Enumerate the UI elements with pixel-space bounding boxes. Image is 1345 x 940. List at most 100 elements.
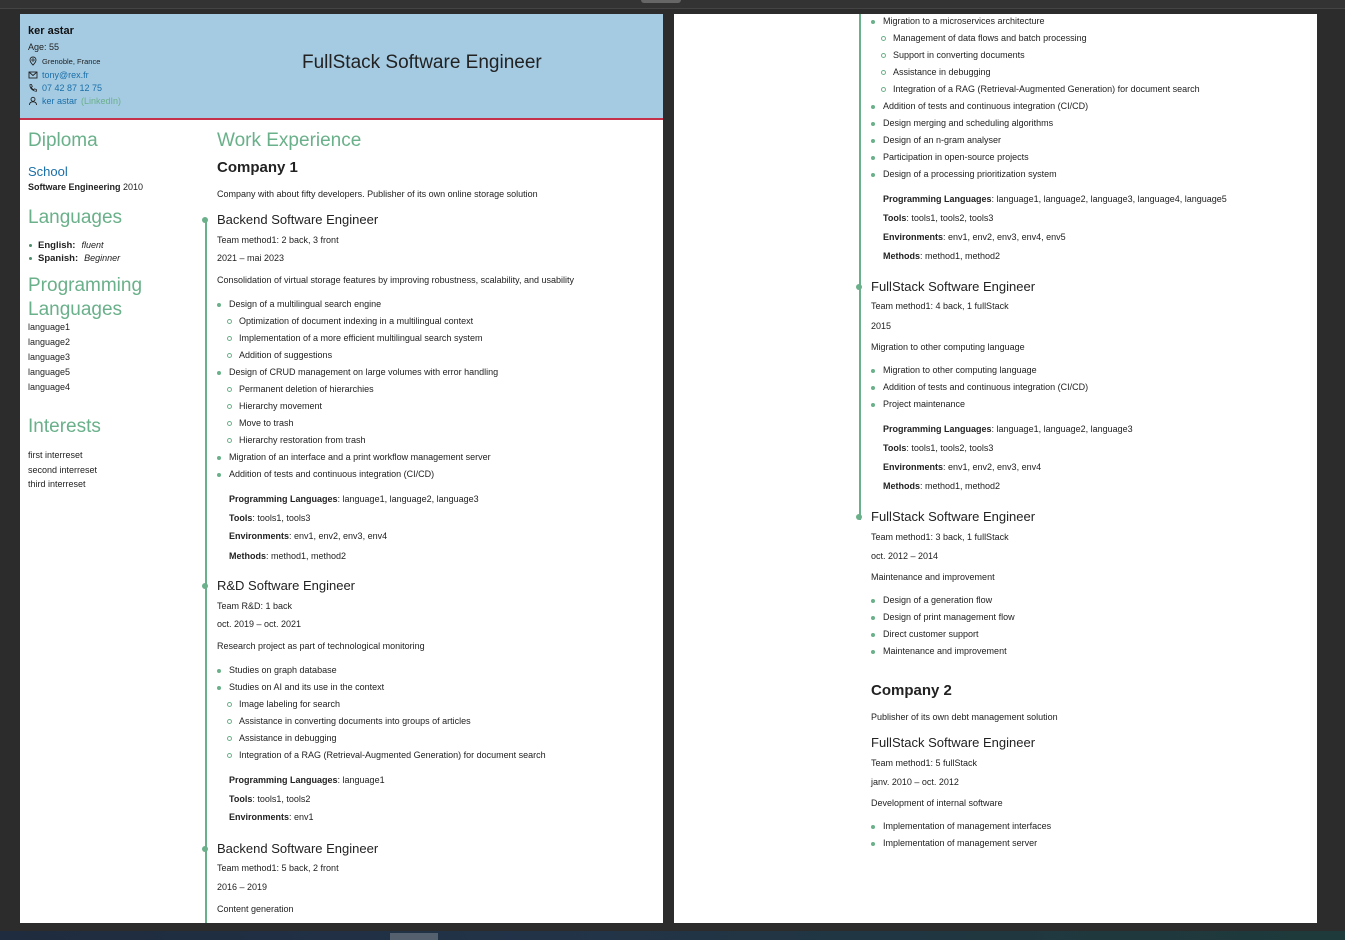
job-bullet-list: Studies on graph database Studies on AI … <box>217 662 546 764</box>
person-age: Age: 55 <box>28 42 60 52</box>
timeline-dot <box>856 284 862 290</box>
methods-line: Methods: method1, method2 <box>229 551 346 561</box>
meta-value: : env1, env2, env3, env4, env5 <box>943 232 1066 242</box>
programming-languages-line: Programming Languages: language1, langua… <box>229 494 479 504</box>
job-summary: Consolidation of virtual storage feature… <box>217 275 575 285</box>
job-team: Team method1: 3 back, 1 fullStack <box>871 532 1009 542</box>
interest-item: third interreset <box>28 479 86 489</box>
phone-icon <box>29 84 37 92</box>
meta-label: Tools <box>883 443 907 453</box>
job-team: Team method1: 4 back, 1 fullStack <box>871 301 1009 311</box>
list-item: Implementation of management interfaces <box>871 818 1051 835</box>
meta-label: Programming Languages <box>883 194 992 204</box>
school-name: School <box>28 164 68 179</box>
email-link[interactable]: tony@rex.fr <box>42 70 89 80</box>
diploma-heading: Diploma <box>28 130 98 151</box>
document-page-2: Migration to a microservices architectur… <box>674 14 1317 923</box>
company-name: Company 1 <box>217 159 298 176</box>
meta-label: Programming Languages <box>229 775 338 785</box>
job-bullet-list: Migration to other computing language Ad… <box>871 362 1088 413</box>
meta-value: : tools1, tools3 <box>252 513 311 523</box>
tools-line: Tools: tools1, tools3 <box>229 513 310 523</box>
phone-row: 07 42 87 12 75 <box>28 83 102 93</box>
job-summary: Maintenance and improvement <box>871 572 995 582</box>
list-item: Addition of tests and continuous integra… <box>871 379 1088 396</box>
interest-item: second interreset <box>28 464 98 475</box>
linkedin-link[interactable]: ker astar <box>42 96 78 106</box>
job-dates: 2021 – mai 2023 <box>217 253 285 263</box>
company-description: Company with about fifty developers. Pub… <box>217 189 538 199</box>
meta-value: : method1, method2 <box>266 551 347 561</box>
tools-line: Tools: tools1, tools2 <box>229 794 310 804</box>
viewer-toolbar <box>0 0 1345 9</box>
languages-list: English:fluent Spanish:Beginner <box>28 239 120 265</box>
degree-name: Software Engineering <box>28 182 121 192</box>
meta-value: : env1, env2, env3, env4 <box>289 531 388 541</box>
timeline-line <box>205 220 207 923</box>
interest-item: first interreset <box>28 450 83 460</box>
list-item: Migration of an interface and a print wo… <box>217 449 498 466</box>
location-pin-icon <box>29 56 37 66</box>
meta-value: : tools1, tools2 <box>252 794 311 804</box>
job-title: Backend Software Engineer <box>217 212 379 227</box>
list-item: Studies on AI and its use in the context <box>217 679 546 696</box>
list-item: Implementation of a more efficient multi… <box>217 330 498 347</box>
language-level: Beginner <box>84 253 121 263</box>
list-item: Addition of suggestions <box>217 347 498 364</box>
linkedin-row: ker astar (LinkedIn) <box>28 96 121 106</box>
job-headline: FullStack Software Engineer <box>302 52 542 73</box>
job-summary: Migration to other computing language <box>871 342 1025 352</box>
prog-language-item: language2 <box>28 337 71 347</box>
meta-value: : tools1, tools2, tools3 <box>906 443 994 453</box>
meta-value: : language1 <box>337 775 385 785</box>
job-team: Team method1: 5 fullStack <box>871 758 978 768</box>
taskbar-item[interactable] <box>390 933 438 940</box>
job-bullet-list: Implementation of management interfaces … <box>871 818 1051 852</box>
tools-line: Tools: tools1, tools2, tools3 <box>883 443 993 453</box>
toolbar-handle[interactable] <box>641 0 681 3</box>
interests-heading: Interests <box>28 416 101 437</box>
job-summary: Development of internal software <box>871 798 1003 808</box>
linkedin-tag: (LinkedIn) <box>81 96 122 106</box>
job-summary: Content generation <box>217 904 294 914</box>
meta-label: Tools <box>229 794 253 804</box>
list-item: Participation in open-source projects <box>871 149 1200 166</box>
prog-language-item: language4 <box>28 382 71 392</box>
interests-list: first interreset second interreset third… <box>28 448 97 492</box>
languages-heading: Languages <box>28 207 123 228</box>
meta-value: : language1, language2, language3, langu… <box>991 194 1227 204</box>
job-bullet-list: Design of a generation flow Design of pr… <box>871 592 1015 660</box>
meta-value: : env1 <box>289 812 314 822</box>
prog-language-item: language5 <box>28 367 71 377</box>
methods-line: Methods: method1, method2 <box>883 481 1000 491</box>
prog-language-item: language1 <box>28 322 71 332</box>
phone-link[interactable]: 07 42 87 12 75 <box>42 83 103 93</box>
programming-heading-line2: Languages <box>28 299 123 320</box>
job-team: Team R&D: 1 back <box>217 601 293 611</box>
list-item: Design of a multilingual search engine <box>217 296 498 313</box>
timeline-dot <box>202 583 208 589</box>
programming-heading-line1: Programming <box>28 275 143 296</box>
job-dates: janv. 2010 – oct. 2012 <box>871 777 959 787</box>
meta-value: : tools1, tools2, tools3 <box>906 213 994 223</box>
programming-languages-line: Programming Languages: language1, langua… <box>883 194 1227 204</box>
list-item: Hierarchy restoration from trash <box>217 432 498 449</box>
meta-value: : language1, language2, language3 <box>991 424 1133 434</box>
programming-languages-list: language1 language2 language3 language5 … <box>28 320 70 395</box>
list-item: Migration to a microservices architectur… <box>871 14 1200 30</box>
email-row: tony@rex.fr <box>28 70 89 80</box>
job-team: Team method1: 5 back, 2 front <box>217 863 339 873</box>
list-item: Assistance in debugging <box>217 730 546 747</box>
job-title: R&D Software Engineer <box>217 578 356 593</box>
job-bullet-list: Design of a multilingual search engine O… <box>217 296 498 483</box>
job-title: FullStack Software Engineer <box>871 735 1036 750</box>
document-page-1: ker astar Age: 55 Grenoble, France tony@… <box>20 14 663 923</box>
timeline-dot <box>202 846 208 852</box>
meta-label: Programming Languages <box>883 424 992 434</box>
meta-label: Environments <box>229 812 290 822</box>
list-item: Image labeling for search <box>217 696 546 713</box>
job-title: FullStack Software Engineer <box>871 509 1036 524</box>
job-summary: Research project as part of technologica… <box>217 641 425 651</box>
list-item: Implementation of management server <box>871 835 1051 852</box>
job-dates: oct. 2019 – oct. 2021 <box>217 619 302 629</box>
